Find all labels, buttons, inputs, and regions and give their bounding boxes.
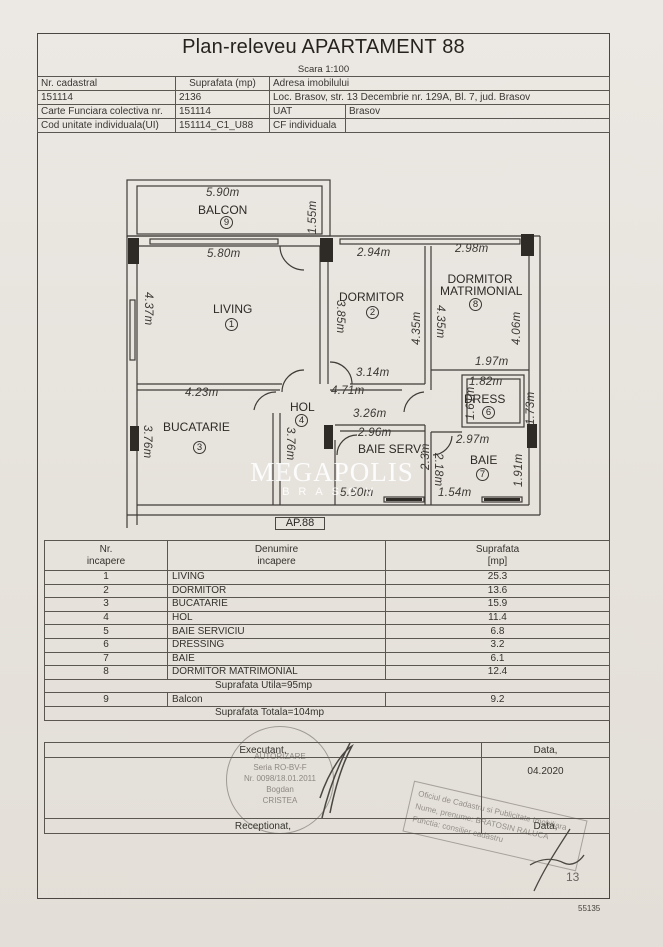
dim-dress-height-left: 1.61m	[465, 386, 477, 420]
dim-living-width: 5.80m	[207, 248, 241, 260]
document-scale: Scara 1:100	[297, 64, 350, 75]
dim-dormitor-width: 2.94m	[357, 247, 391, 259]
room-number-3: 3	[193, 441, 206, 454]
dim-hol-width: 4.71m	[331, 385, 365, 397]
ocpi-stamp-date: 13	[566, 870, 580, 884]
date-value-executant: 04.2020	[481, 757, 610, 819]
dim-dormitor-bottom: 3.14m	[356, 367, 390, 379]
dim-matrimonial-height-right: 4.06m	[511, 311, 523, 345]
executant-signature-icon	[319, 742, 354, 819]
dim-baie-serv-height: 2.3m	[420, 443, 432, 470]
property-info-table: Nr. cadastral Suprafata (mp) Adresa imob…	[37, 76, 610, 133]
document-title: Plan-releveu APARTAMENT 88	[182, 36, 465, 58]
date-label-receptionat: Data,	[481, 818, 610, 834]
header-nr: Nr.incapere	[44, 540, 168, 571]
room-label-dormitor-matrimonial: DORMITOR MATRIMONIAL	[440, 272, 523, 298]
dim-balcon-height: 1.55m	[307, 200, 319, 234]
dim-dormitor-height-right: 4.35m	[411, 311, 423, 345]
dim-bucatarie-height-right: 3.76m	[284, 427, 296, 461]
date-label-executant: Data,	[481, 742, 610, 758]
dim-matrimonial-bottom: 1.97m	[475, 356, 509, 368]
apartment-tag: AP.88	[275, 517, 325, 530]
dim-dormitor-height-left: 3.85m	[334, 300, 346, 334]
room-label-dress: DRESS	[464, 392, 506, 406]
room-label-balcon: BALCON	[198, 203, 248, 217]
room-label-bucatarie: BUCATARIE	[163, 420, 230, 434]
room-number-1: 1	[225, 318, 238, 331]
room-number-7: 7	[476, 468, 489, 481]
document-frame	[37, 33, 610, 899]
dim-matrimonial-height-left: 4.35m	[434, 305, 446, 339]
dim-baie-bottom: 1.54m	[438, 487, 472, 499]
room-number-4: 4	[295, 414, 308, 427]
room-number-9: 9	[220, 216, 233, 229]
dim-baie-serv-width: 2.96m	[358, 427, 392, 439]
useful-total-row: Suprafata Utila=95mp	[44, 678, 610, 694]
dim-matrimonial-width: 2.98m	[455, 243, 489, 255]
dim-baie-serv-bottom: 5.50m	[340, 487, 374, 499]
dim-baie-height-right: 1.91m	[513, 453, 525, 487]
header-surface: Suprafata[mp]	[385, 540, 610, 571]
dim-hol-width-2: 3.26m	[353, 408, 387, 420]
ui-code-label: Cod unitate individuala(UI)	[37, 118, 176, 133]
dim-bucatarie-height: 3.76m	[141, 425, 153, 459]
dim-bucatarie-width: 4.23m	[185, 387, 219, 399]
cf-individual-value	[345, 118, 610, 133]
dim-balcon-width: 5.90m	[206, 187, 240, 199]
dim-dress-height-right: 1.73m	[525, 391, 537, 425]
room-number-2: 2	[366, 306, 379, 319]
receptionat-signature-icon	[529, 828, 585, 892]
room-number-8: 8	[469, 298, 482, 311]
room-label-dormitor: DORMITOR	[339, 290, 405, 304]
room-label-living: LIVING	[213, 302, 253, 316]
room-label-hol: HOL	[290, 400, 315, 414]
grand-total-row: Suprafata Totala=104mp	[44, 705, 610, 721]
dim-baie-width: 2.97m	[456, 434, 490, 446]
room-number-6: 6	[482, 406, 495, 419]
room-label-baie-serv: BAIE SERV.	[358, 442, 424, 456]
dim-baie-height-left: 2.18m	[432, 453, 444, 487]
dim-living-height: 4.37m	[142, 292, 154, 326]
room-label-baie: BAIE	[470, 453, 498, 467]
dim-dress-width: 1.82m	[469, 376, 503, 388]
footer-code: 55135	[578, 904, 601, 913]
